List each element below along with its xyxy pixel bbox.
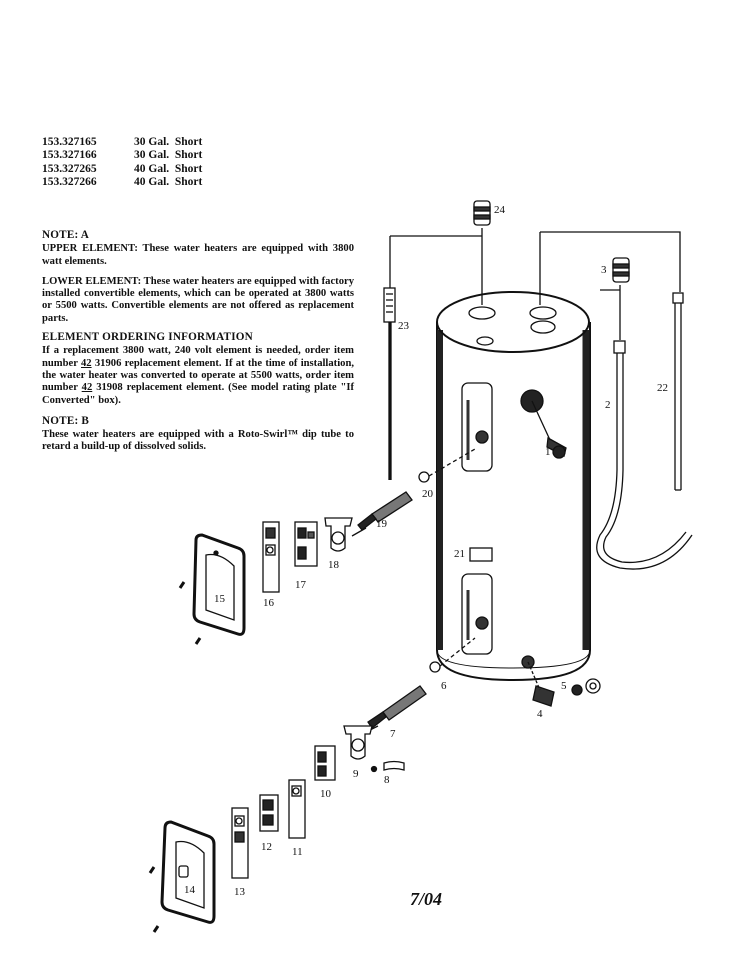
model-number: 153.327166: [42, 149, 97, 162]
part-label: 16: [263, 597, 275, 609]
lower-switch-11: [288, 779, 306, 839]
part-label: 11: [292, 846, 303, 858]
element-clip-8: [370, 760, 405, 773]
part-label: 13: [234, 886, 246, 898]
upper-element-note: UPPER ELEMENT: These water heaters are e…: [42, 243, 354, 267]
thermostat-bracket-18: [324, 517, 353, 552]
part-label: 22: [657, 382, 668, 394]
ordering-text-1: If a replacement 3800 watt, 240 volt ele…: [42, 345, 354, 369]
rating-plate: [469, 547, 493, 562]
lower-access-opening: [461, 573, 493, 655]
part-label: 15: [214, 593, 226, 605]
anode-rod-22: [672, 292, 684, 491]
thermostat-bracket-9: [343, 725, 373, 760]
revision-date: 7/04: [410, 889, 443, 909]
relief-valve: [520, 389, 567, 459]
ordering-code-1: 42: [81, 357, 92, 369]
note-b-title: NOTE: B: [42, 414, 90, 427]
lower-heating-element: [365, 685, 427, 733]
ordering-code-2: 42: [81, 382, 93, 394]
upper-thermostat: [294, 521, 318, 567]
model-list: 153.327165 30 Gal. Short 153.327166 30 Gal…: [42, 136, 202, 190]
upper-access-opening: [461, 382, 493, 472]
part-label: 7: [390, 728, 396, 740]
note-b-text: These water heaters are equipped with a …: [42, 429, 354, 453]
ordering-title: ELEMENT ORDERING INFORMATION: [42, 331, 253, 344]
part-label: 5: [561, 680, 567, 692]
part-label: 4: [537, 708, 543, 720]
part-label: 18: [328, 559, 340, 571]
heat-trap-fitting-24: [473, 200, 491, 226]
drain-cap: [571, 678, 601, 696]
model-number: 153.327266: [42, 176, 97, 189]
gasket-20: [418, 471, 430, 483]
dip-tube-2: [596, 340, 693, 570]
part-label: 14: [184, 884, 196, 896]
model-description: 30 Gal. Short: [134, 149, 203, 162]
ordering-text-3: 31908 replacement element. (See model ra…: [42, 382, 354, 406]
lower-thermostat: [314, 745, 336, 781]
model-description: 40 Gal. Short: [134, 162, 203, 175]
part-label: 10: [320, 788, 332, 800]
notes-section: NOTE: A UPPER ELEMENT: These water heate…: [42, 229, 354, 454]
drain-valve: [521, 655, 555, 707]
heat-trap-fitting-3: [612, 257, 630, 283]
part-label: 8: [384, 774, 390, 786]
part-label: 21: [454, 548, 465, 560]
upper-heating-element: [351, 491, 413, 537]
ordering-info: If a replacement 3800 watt, 240 volt ele…: [42, 345, 354, 406]
lower-element-note: LOWER ELEMENT: These water heaters are e…: [42, 275, 354, 324]
model-row: 153.327265 40 Gal. Short: [42, 163, 202, 176]
part-label: 6: [441, 680, 447, 692]
model-row: 153.327165 30 Gal. Short: [42, 136, 202, 149]
part-label: 23: [398, 320, 410, 332]
part-label: 3: [601, 264, 607, 276]
model-number: 153.327165: [42, 136, 97, 148]
model-row: 153.327266 40 Gal. Short: [42, 176, 202, 189]
part-label: 24: [494, 204, 506, 216]
part-label: 1: [545, 446, 551, 458]
lower-limit-switch: [231, 807, 249, 879]
ordering-text-2: 31906 replacement element. If at the tim…: [42, 357, 354, 394]
upper-access-cover: [178, 533, 246, 645]
part-label: 20: [422, 488, 434, 500]
lower-switch-12: [259, 794, 279, 832]
model-description: 40 Gal. Short: [134, 176, 203, 189]
upper-limit-switch: [262, 521, 280, 593]
lower-access-cover: [148, 820, 216, 933]
part-label: 17: [295, 579, 307, 591]
note-a-title: NOTE: A: [42, 229, 90, 241]
water-heater-tank: [436, 291, 591, 682]
model-number: 153.327265: [42, 162, 97, 175]
anode-rod-23: [383, 287, 396, 480]
part-labels: 1 2 3 4 5 6 7 8 9 10 11 12 13 14 15 16 1…: [184, 204, 668, 898]
part-label: 2: [605, 399, 611, 411]
model-description: 30 Gal. Short: [134, 136, 203, 148]
model-row: 153.327166 30 Gal. Short: [42, 149, 202, 162]
part-label: 9: [353, 768, 359, 780]
part-label: 19: [376, 518, 388, 530]
part-label: 12: [261, 841, 272, 853]
gasket-6: [429, 661, 441, 673]
